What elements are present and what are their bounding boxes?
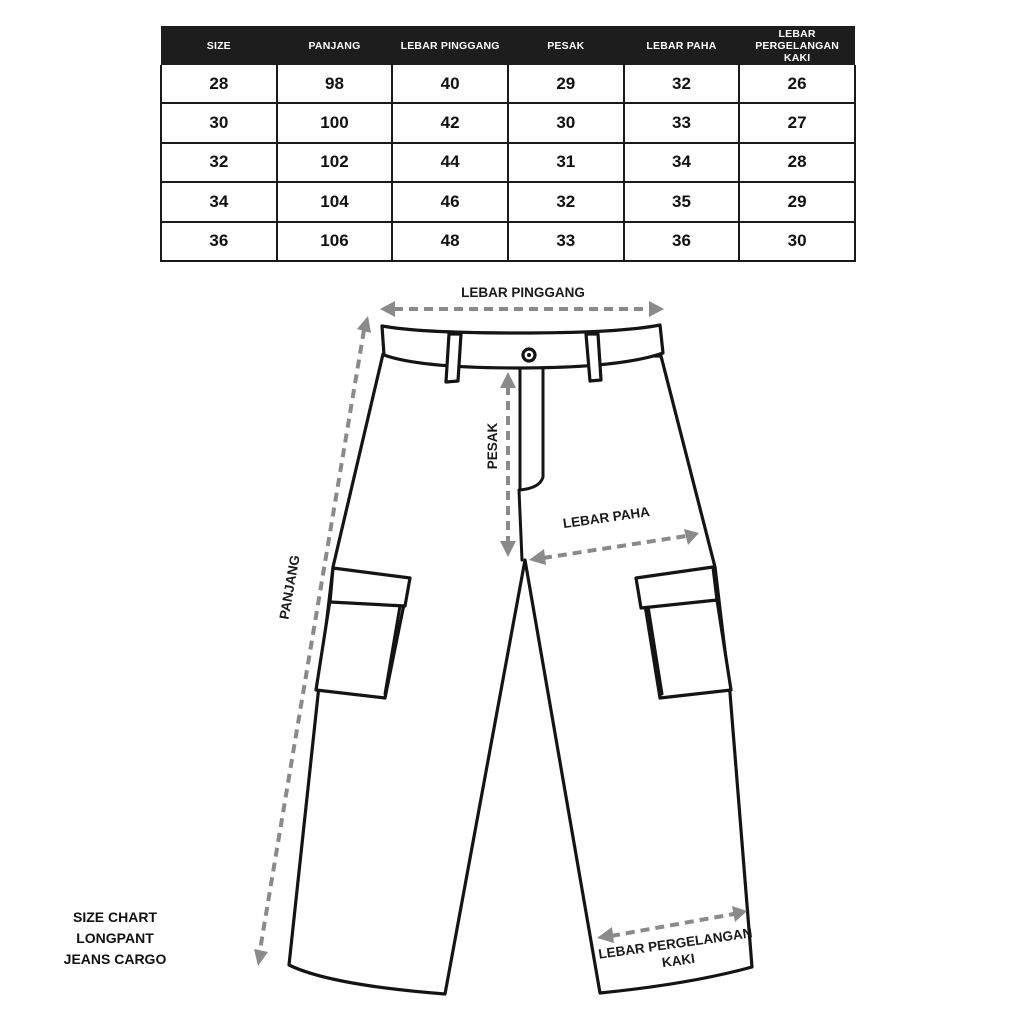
table-cell: 44 bbox=[391, 141, 509, 184]
table-cell: 36 bbox=[622, 220, 741, 263]
table-cell: 48 bbox=[391, 220, 509, 263]
pants-outline bbox=[287, 323, 754, 996]
table-row: 36 106 48 33 36 30 bbox=[160, 220, 856, 263]
pants-body bbox=[287, 352, 754, 996]
table-cell: 40 bbox=[391, 65, 509, 105]
cargo-pocket-left bbox=[314, 566, 412, 700]
cargo-pocket-right bbox=[634, 565, 733, 700]
table-row: 32 102 44 31 34 28 bbox=[160, 141, 856, 184]
measure-length bbox=[254, 316, 371, 966]
table-cell: 33 bbox=[506, 220, 625, 263]
table-cell: 26 bbox=[738, 65, 856, 105]
caption-line-1: SIZE CHART bbox=[73, 909, 157, 925]
caption-line-3: JEANS CARGO bbox=[63, 951, 167, 967]
belt-loop-left bbox=[444, 332, 463, 384]
table-cell: 29 bbox=[738, 181, 856, 223]
table-cell: 32 bbox=[622, 65, 741, 105]
measure-waist bbox=[380, 301, 664, 317]
size-chart-caption: SIZE CHART LONGPANT JEANS CARGO bbox=[40, 907, 190, 970]
header-lebar-paha: LEBAR PAHA bbox=[623, 26, 740, 65]
table-cell: 32 bbox=[506, 181, 625, 223]
label-kaki: KAKI bbox=[661, 951, 696, 970]
label-pesak: PESAK bbox=[485, 422, 500, 469]
button-hole bbox=[527, 353, 531, 357]
table-cell: 33 bbox=[622, 102, 741, 144]
table-cell: 30 bbox=[738, 220, 856, 263]
header-lebar-pergelangan-kaki: LEBAR PERGELANGAN KAKI bbox=[739, 26, 855, 65]
table-cell: 29 bbox=[506, 65, 625, 105]
measure-thigh bbox=[529, 529, 699, 565]
table-cell: 28 bbox=[160, 65, 278, 105]
table-row: 34 104 46 32 35 29 bbox=[160, 181, 856, 223]
table-row: 28 98 40 29 32 26 bbox=[160, 65, 856, 105]
table-cell: 46 bbox=[391, 181, 509, 223]
belt-loop-right bbox=[584, 332, 603, 383]
center-seam bbox=[517, 488, 524, 562]
table-cell: 36 bbox=[160, 220, 278, 263]
table-cell: 27 bbox=[738, 102, 856, 144]
measure-ankle bbox=[597, 906, 747, 943]
table-cell: 34 bbox=[160, 181, 278, 223]
table-cell: 30 bbox=[160, 102, 278, 144]
measure-rise bbox=[500, 372, 516, 557]
table-cell: 106 bbox=[275, 220, 394, 263]
size-table-header-row: SIZE PANJANG LEBAR PINGGANG PESAK LEBAR … bbox=[161, 26, 855, 65]
header-size: SIZE bbox=[161, 26, 277, 65]
table-cell: 100 bbox=[275, 102, 394, 144]
header-lebar-pinggang: LEBAR PINGGANG bbox=[392, 26, 508, 65]
waistband bbox=[380, 323, 665, 370]
table-cell: 32 bbox=[160, 141, 278, 184]
size-table: SIZE PANJANG LEBAR PINGGANG PESAK LEBAR … bbox=[160, 26, 856, 263]
table-row: 30 100 42 30 33 27 bbox=[160, 102, 856, 144]
table-cell: 98 bbox=[275, 65, 394, 105]
header-pesak: PESAK bbox=[507, 26, 624, 65]
table-cell: 42 bbox=[391, 102, 509, 144]
table-cell: 34 bbox=[622, 141, 741, 184]
table-cell: 30 bbox=[506, 102, 625, 144]
table-cell: 35 bbox=[622, 181, 741, 223]
table-cell: 28 bbox=[738, 141, 856, 184]
table-cell: 102 bbox=[275, 141, 394, 184]
caption-line-2: LONGPANT bbox=[76, 930, 154, 946]
table-cell: 31 bbox=[506, 141, 625, 184]
table-cell: 104 bbox=[275, 181, 394, 223]
label-lebar-pinggang: LEBAR PINGGANG bbox=[461, 285, 585, 300]
header-panjang: PANJANG bbox=[276, 26, 393, 65]
label-panjang: PANJANG bbox=[277, 554, 303, 621]
